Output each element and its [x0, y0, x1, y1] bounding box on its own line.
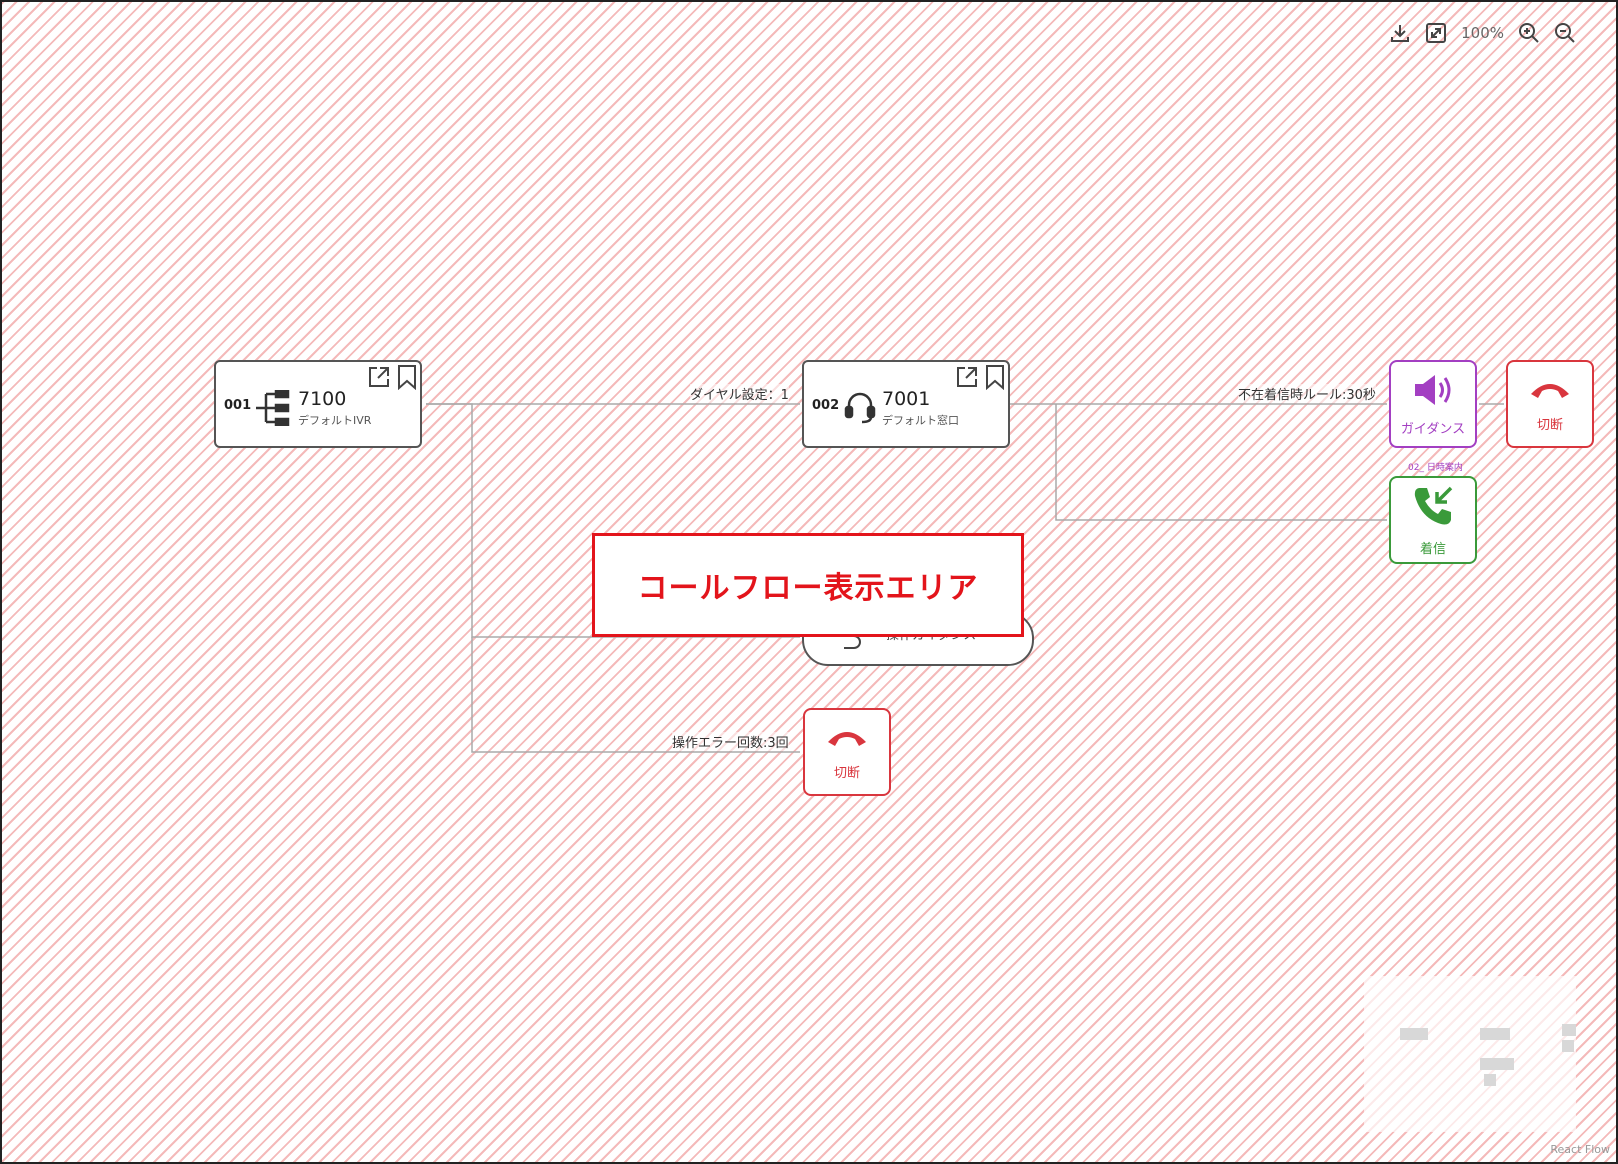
tile-label: 切断 [833, 765, 860, 781]
minimap-node [1480, 1028, 1510, 1040]
zoom-in-icon[interactable] [1516, 20, 1542, 46]
edge-label-absence: 不在着信時ルール:30秒 [1238, 384, 1376, 403]
node-title: 7001 [882, 388, 931, 410]
canvas-toolbar: 100% [1387, 20, 1578, 46]
tile-label: ガイダンス [1400, 421, 1466, 437]
node-title: 7100 [298, 388, 347, 410]
incoming-tile[interactable]: 着信 [1389, 476, 1477, 564]
minimap-node [1480, 1058, 1514, 1070]
open-external-icon[interactable] [366, 364, 392, 390]
edge-label-dial: ダイヤル設定：1 [690, 384, 789, 403]
node-subtitle: デフォルトIVR [298, 414, 372, 427]
open-external-icon[interactable] [954, 364, 980, 390]
bookmark-icon[interactable] [984, 364, 1010, 391]
bookmark-icon[interactable] [396, 364, 422, 391]
guidance-tile[interactable]: ガイダンス [1389, 360, 1477, 448]
disconnect-tile[interactable]: 切断 [1506, 360, 1594, 448]
disconnect-tile[interactable]: 切断 [803, 708, 891, 796]
edge-ivr-to-disconnect [471, 637, 800, 753]
minimap[interactable] [1364, 976, 1576, 1132]
ivr-tree-icon [254, 389, 292, 430]
edge-label-error: 操作エラー回数:3回 [672, 732, 789, 751]
ivr-node[interactable]: 001 7100 デフォルトIVR [214, 360, 422, 448]
guidance-caption: 02_ 日時案内 [1408, 463, 1463, 473]
minimap-node [1562, 1024, 1574, 1036]
speaker-icon [1411, 372, 1455, 412]
tile-label: 切断 [1536, 417, 1563, 433]
download-icon[interactable] [1387, 20, 1413, 46]
minimap-node [1562, 1040, 1574, 1052]
edge-queue-to-incoming [1055, 404, 1387, 521]
callflow-area-callout: コールフロー表示エリア [592, 533, 1024, 637]
react-flow-attribution[interactable]: React Flow [1550, 1143, 1610, 1156]
zoom-level: 100% [1461, 24, 1504, 42]
headset-icon [844, 390, 876, 428]
queue-node[interactable]: 002 7001 デフォルト窓口 [802, 360, 1010, 448]
node-subtitle: デフォルト窓口 [882, 414, 959, 427]
fit-view-icon[interactable] [1423, 20, 1449, 46]
node-number: 001 [224, 398, 252, 413]
minimap-node [1574, 1024, 1576, 1036]
incoming-call-icon [1411, 484, 1455, 532]
edge-ivr-to-pill [426, 403, 800, 638]
tile-label: 着信 [1419, 541, 1446, 557]
zoom-out-icon[interactable] [1552, 20, 1578, 46]
hang-up-icon [825, 724, 869, 756]
minimap-node [1400, 1028, 1428, 1040]
hang-up-icon [1528, 376, 1572, 408]
node-number: 002 [812, 398, 840, 413]
minimap-node [1484, 1074, 1496, 1086]
